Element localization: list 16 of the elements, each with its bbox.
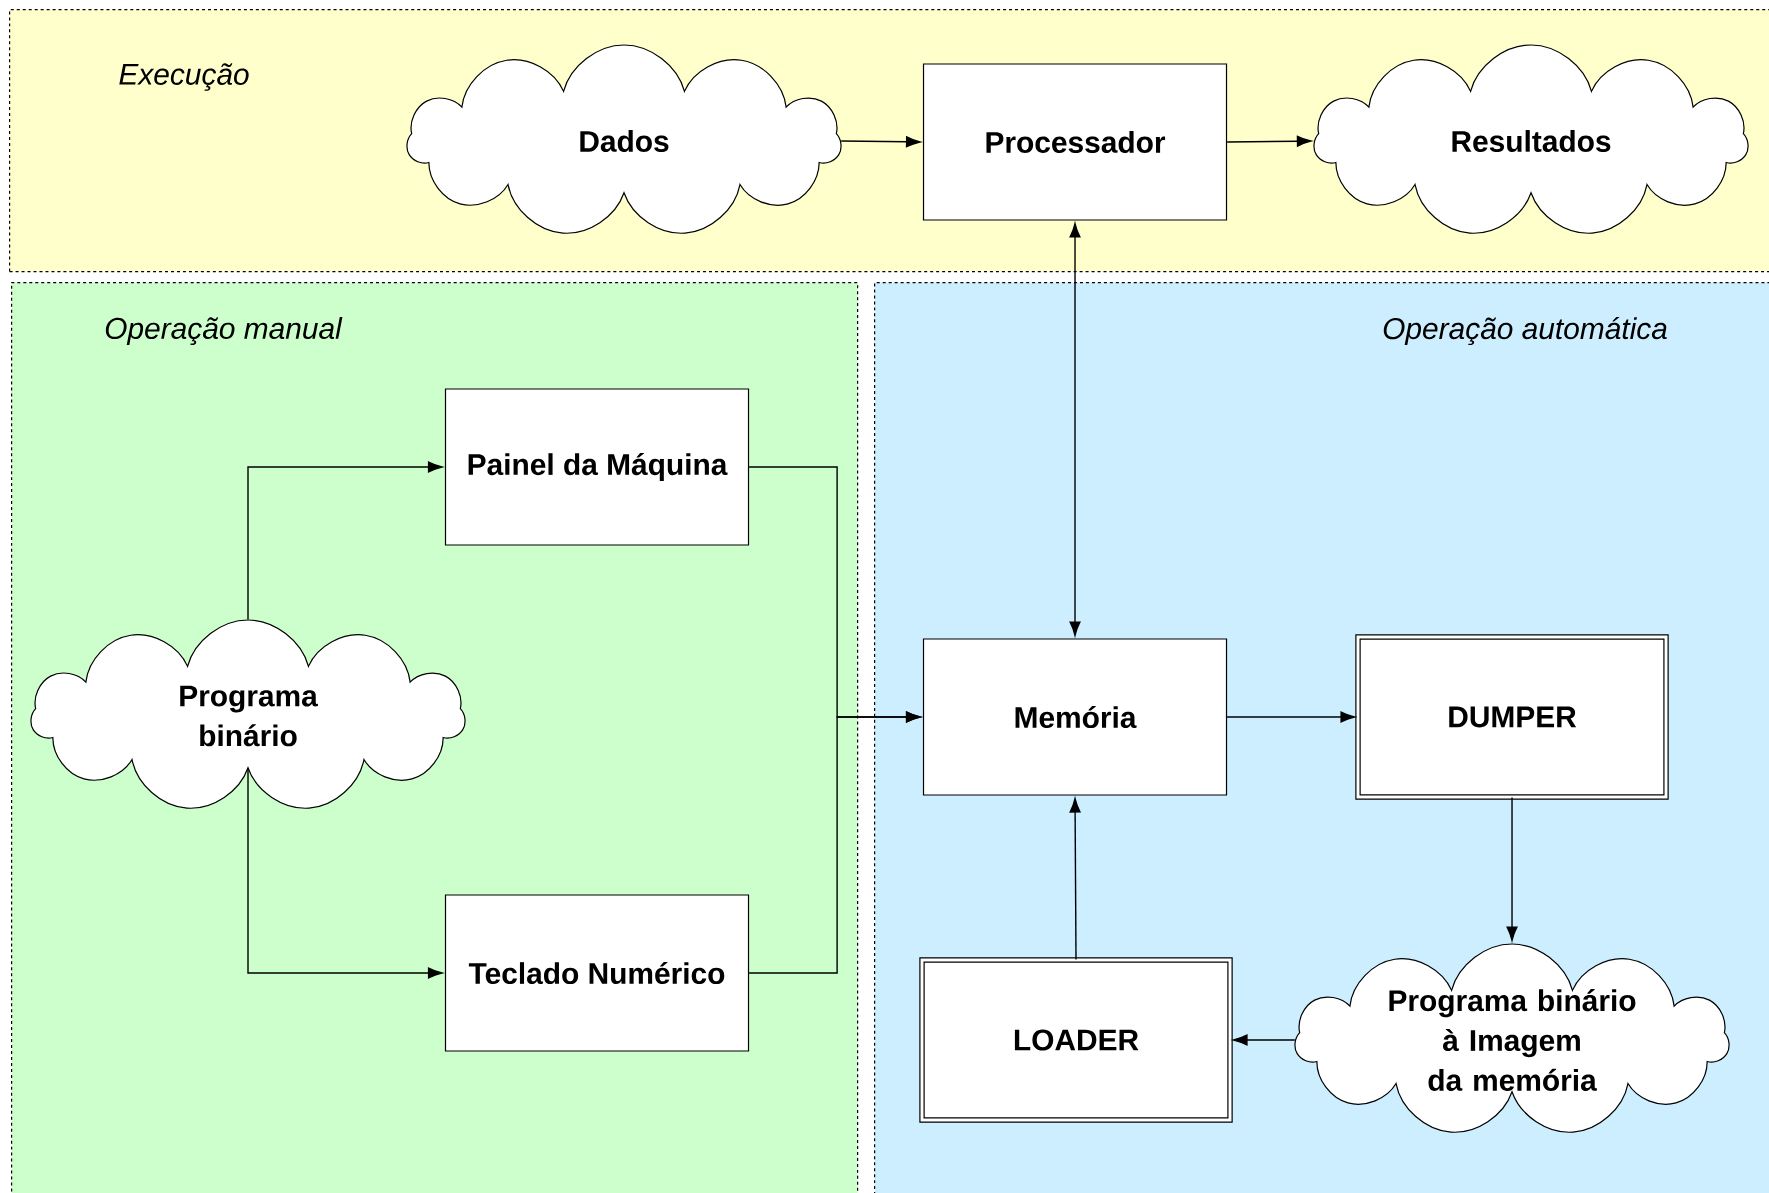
double-box: LOADER (919, 957, 1233, 1123)
double-box: DUMPER (1355, 634, 1669, 800)
process-box: Processador (922, 63, 1228, 221)
arrow (1232, 1034, 1296, 1046)
arrow (1069, 222, 1081, 637)
process-box: Painel da Máquina (444, 388, 750, 546)
process-box: Teclado Numérico (444, 894, 750, 1052)
arrow (1069, 797, 1081, 961)
arrow (1226, 135, 1312, 147)
arrow (1506, 796, 1518, 942)
arrow (748, 711, 921, 974)
arrow (840, 136, 921, 148)
arrow (247, 768, 443, 979)
process-box: Memória (922, 638, 1228, 796)
arrow (247, 461, 443, 621)
arrow (1226, 711, 1356, 723)
